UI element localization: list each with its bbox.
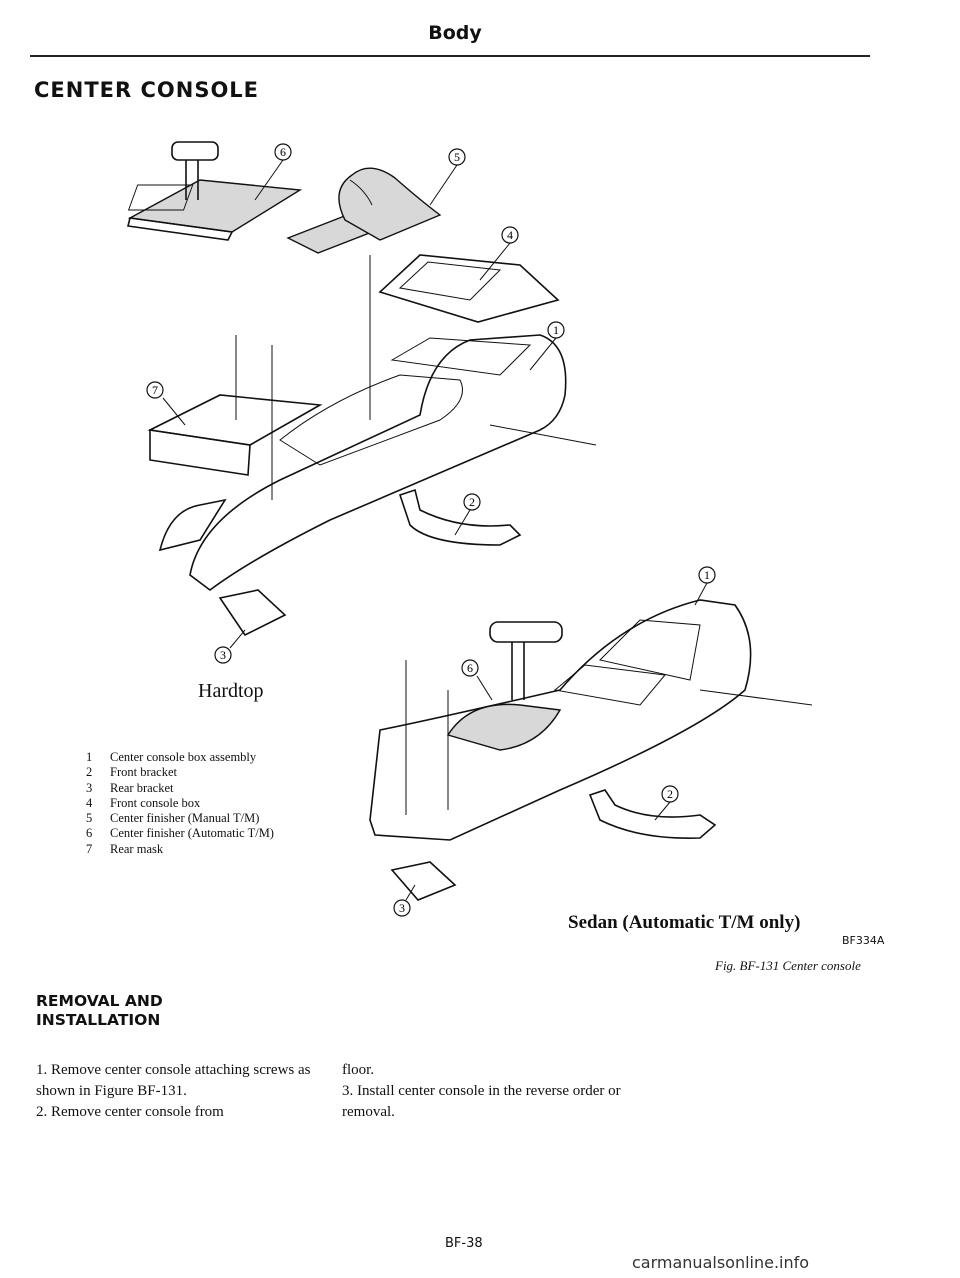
- hardtop-console-body: [189, 334, 567, 591]
- callout-7: [146, 381, 164, 399]
- callout-3-sedan: [393, 899, 411, 917]
- site-watermark: carmanualsonline.info: [632, 1253, 810, 1272]
- legend-item: 3 Rear bracket: [86, 781, 274, 796]
- sedan-rear-bracket: [390, 861, 457, 901]
- legend-item: 2 Front bracket: [86, 765, 274, 780]
- legend-number: 5: [86, 811, 93, 826]
- callout-7-label: 7: [152, 383, 158, 397]
- hardtop-rear-mask: [147, 335, 323, 552]
- callout-2-hardtop: [463, 493, 481, 511]
- step-1: 1. Remove center console attaching screw…: [36, 1062, 311, 1099]
- legend-label: Center finisher (Manual T/M): [110, 811, 260, 826]
- figure-code: BF334A: [842, 934, 885, 947]
- hardtop-automatic-finisher: [127, 141, 303, 241]
- hardtop-front-bracket: [398, 488, 522, 546]
- callout-4-label: 4: [507, 228, 513, 242]
- sedan-front-bracket: [588, 789, 717, 839]
- callout-5: [448, 148, 466, 166]
- step-2: 2. Remove center console from: [36, 1104, 224, 1120]
- legend-number: 7: [86, 841, 93, 856]
- hardtop-front-console-box: [378, 254, 560, 323]
- callout-markers: 6 5 4 1 7 2 3 1 6 2 3: [146, 143, 716, 917]
- callout-1-hardtop-label: 1: [553, 323, 559, 337]
- legend-label: Front bracket: [110, 765, 177, 780]
- hardtop-caption: Hardtop: [198, 680, 264, 702]
- callout-6-sedan-label: 6: [467, 661, 473, 675]
- callout-3-sedan-label: 3: [399, 901, 405, 915]
- step-2-continued: floor.: [342, 1062, 375, 1078]
- figure-caption: Fig. BF-131 Center console: [715, 958, 861, 973]
- step-3: 3. Install center console in the reverse…: [342, 1083, 621, 1120]
- hardtop-manual-finisher: [286, 167, 442, 254]
- text-column-right: floor. 3. Install center console in the …: [342, 1060, 622, 1123]
- legend-number: 1: [86, 750, 93, 764]
- callout-3-hardtop-label: 3: [220, 648, 226, 662]
- legend-item: 6 Center finisher (Automatic T/M): [86, 826, 274, 841]
- callout-4: [501, 226, 519, 244]
- section-title: CENTER CONSOLE: [34, 78, 260, 102]
- legend-number: 6: [86, 826, 93, 841]
- callout-6-sedan: [461, 659, 479, 677]
- header-rule: [30, 55, 870, 57]
- parts-legend: 1 Center console box assembly 2 Front brac…: [86, 750, 274, 857]
- page-number: BF-38: [445, 1236, 483, 1251]
- legend-label: Rear mask: [110, 841, 164, 856]
- callout-2-sedan: [661, 785, 679, 803]
- legend-item: 4 Front console box: [86, 796, 274, 811]
- sedan-caption: Sedan (Automatic T/M only): [568, 912, 801, 933]
- callout-2-sedan-label: 2: [667, 787, 673, 801]
- legend-number: 2: [86, 765, 93, 780]
- legend-label: Front console box: [110, 795, 201, 810]
- legend-item: 7 Rear mask: [86, 842, 274, 857]
- legend-number: 3: [86, 780, 93, 795]
- legend-label: Rear bracket: [110, 780, 174, 795]
- page-header-title: Body: [428, 22, 482, 44]
- callout-5-label: 5: [454, 150, 460, 164]
- callout-2-hardtop-label: 2: [469, 495, 475, 509]
- callout-1-sedan: [698, 566, 716, 584]
- sedan-console-body: [369, 599, 752, 841]
- callout-6-hardtop: [274, 143, 292, 161]
- callout-6-hardtop-label: 6: [280, 145, 286, 159]
- text-column-left: 1. Remove center console attaching screw…: [36, 1060, 316, 1123]
- removal-section-title: REMOVAL AND INSTALLATION: [36, 992, 163, 1029]
- legend-item: 5 Center finisher (Manual T/M): [86, 811, 274, 826]
- callout-1-hardtop: [547, 321, 565, 339]
- callout-1-sedan-label: 1: [704, 568, 710, 582]
- legend-label: Center finisher (Automatic T/M): [110, 826, 274, 841]
- legend-number: 4: [86, 795, 93, 810]
- legend-label: Center console box assembly: [110, 750, 257, 764]
- center-console-illustration: 6 5 4 1 7 2 3 1 6 2 3: [127, 141, 813, 917]
- legend-item: 1 Center console box assembly: [86, 750, 274, 765]
- hardtop-rear-bracket: [218, 589, 287, 637]
- callout-3-hardtop: [214, 646, 232, 664]
